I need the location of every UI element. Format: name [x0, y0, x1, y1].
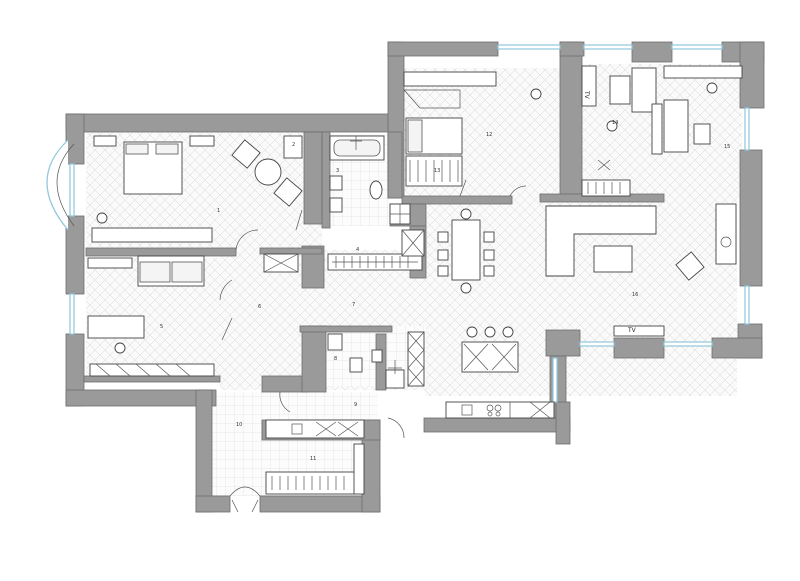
room-label-16: 16	[632, 292, 638, 298]
room-label-3: 3	[336, 168, 339, 174]
round-table	[254, 158, 282, 186]
room-label-12: 12	[486, 132, 492, 138]
room-label-7: 7	[352, 302, 355, 308]
room-labels: 1 2 3 4 5 6 7 8 9 10 11 12 13 14 15 16 T…	[160, 90, 730, 462]
room-label-5: 5	[160, 324, 163, 330]
living-furniture	[437, 203, 737, 337]
room-label-10: 10	[236, 422, 242, 428]
wc-entrance-furniture	[265, 331, 425, 439]
room-top-middle-furniture	[403, 71, 542, 155]
room-label-13: 13	[434, 168, 440, 174]
room-label-14: 14	[612, 120, 618, 126]
tv-label-top: TV	[583, 90, 590, 100]
wardrobes	[263, 155, 631, 495]
room-label-8: 8	[334, 356, 337, 362]
tv-label-bottom: TV	[627, 327, 637, 334]
room-label-9: 9	[354, 402, 357, 408]
dining-table	[451, 219, 481, 281]
desk	[87, 315, 145, 339]
bench	[91, 227, 213, 243]
room-label-1: 1	[217, 208, 220, 214]
kitchen-island	[461, 341, 519, 373]
room-top-right-furniture	[581, 65, 743, 171]
cabinet-furniture	[87, 255, 215, 377]
bathroom-furniture	[329, 135, 411, 225]
room-label-15: 15	[724, 144, 730, 150]
bedroom-furniture	[91, 135, 303, 243]
kitchen-furniture	[445, 326, 555, 419]
room-label-6: 6	[258, 304, 261, 310]
doors	[219, 179, 527, 513]
room-label-11: 11	[310, 456, 316, 462]
corner-sofa	[545, 205, 657, 277]
room-label-2: 2	[292, 142, 295, 148]
room-label-4: 4	[356, 247, 359, 253]
